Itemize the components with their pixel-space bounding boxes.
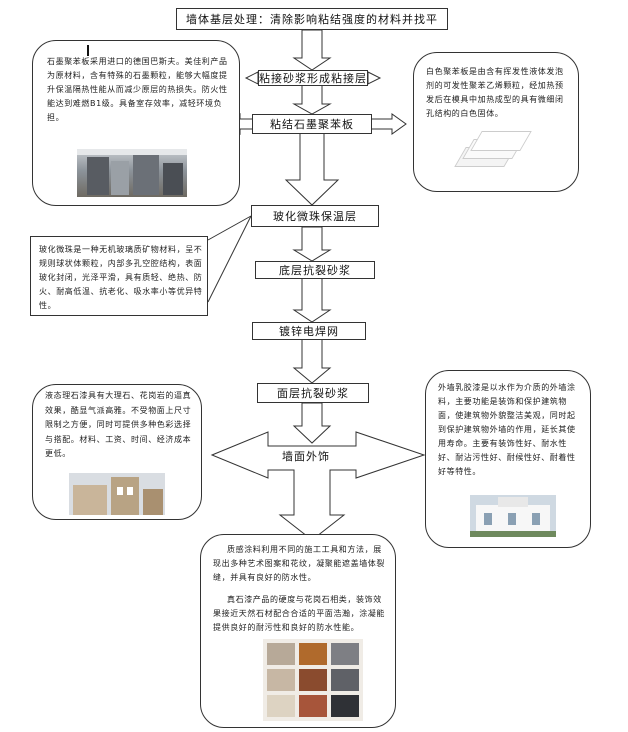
arrow-left-s2 (244, 71, 259, 85)
arrow-down-5 (292, 276, 332, 323)
step-6-label: 镀锌电焊网 (279, 325, 339, 338)
texture-paint-text-1: 质感涂料利用不同的施工工具和方法，展现出多种艺术图案和花纹，凝聚能遮盖墙体裂缝，… (213, 545, 385, 582)
step-4-box: 玻化微珠保温层 (251, 205, 379, 227)
stone-paint-text: 液态理石漆具有大理石、花岗岩的逼真效果，酷显气派高雅。不受物面上尺寸限制之方便，… (45, 391, 192, 458)
white-eps-photo (452, 125, 532, 173)
step-2-label: 粘接砂浆形成粘接层 (259, 72, 367, 85)
arrow-right-s2 (367, 71, 382, 85)
step-7-label: 面层抗裂砂浆 (277, 387, 349, 400)
step-2-box: 粘接砂浆形成粘接层 (258, 70, 368, 86)
cursor-mark-icon (87, 45, 89, 56)
arrow-down-6 (292, 337, 332, 384)
stone-building-photo (69, 473, 165, 515)
latex-paint-text: 外墙乳胶漆是以水作为介质的外墙涂料，主要功能是装饰和保护建筑物面，使建筑物外貌整… (438, 383, 576, 476)
latex-paint-note: 外墙乳胶漆是以水作为介质的外墙涂料，主要功能是装饰和保护建筑物面，使建筑物外貌整… (425, 370, 591, 548)
arrow-down-3 (284, 132, 340, 206)
vitrified-bead-note: 玻化微珠是一种无机玻璃质矿物材料，呈不规则球状体颗粒，内部多孔空腔结构，表面玻化… (30, 236, 208, 316)
texture-paint-text-2: 真石漆产品的硬度与花岗石相类，装饰效果接近天然石材配合合适的平面浩瀚，涂凝能提供… (213, 595, 385, 632)
texture-swatches-photo (263, 639, 363, 721)
step-1-label: 墙体基层处理：清除影响粘结强度的材料并找平 (186, 13, 438, 26)
step-4-label: 玻化微珠保温层 (273, 210, 357, 223)
step-1-box: 墙体基层处理：清除影响粘结强度的材料并找平 (176, 8, 448, 30)
step-5-label: 底层抗裂砂浆 (279, 264, 351, 277)
graphite-eps-text: 石墨聚苯板采用进口的德国巴斯夫。美佳利产品为原材料，含有特殊的石墨颗粒，能够大幅… (47, 57, 228, 122)
arrow-down-7 (292, 402, 332, 444)
arrow-wall-finish (210, 431, 426, 541)
note-connector-vitrified (207, 215, 252, 241)
white-villa-photo (470, 495, 556, 537)
vitrified-bead-text: 玻化微珠是一种无机玻璃质矿物材料，呈不规则球状体颗粒，内部多孔空腔结构，表面玻化… (39, 245, 203, 310)
step-5-box: 底层抗裂砂浆 (255, 261, 375, 279)
step-7-box: 面层抗裂砂浆 (257, 383, 369, 403)
graphite-eps-note: 石墨聚苯板采用进口的德国巴斯夫。美佳利产品为原材料，含有特殊的石墨颗粒，能够大幅… (32, 40, 240, 206)
step-6-box: 镀锌电焊网 (252, 322, 366, 340)
stone-paint-note: 液态理石漆具有大理石、花岗岩的逼真效果，酷显气派高雅。不受物面上尺寸限制之方便，… (32, 384, 202, 520)
graphite-board-photo (77, 149, 187, 197)
step-3-box: 粘结石墨聚苯板 (252, 114, 372, 134)
arrow-down-2 (292, 83, 332, 115)
step-8-label: 墙面外饰 (282, 450, 330, 463)
arrow-down-4 (292, 226, 332, 262)
note-connector-vitrified-2 (207, 215, 252, 303)
arrow-down-1 (292, 29, 332, 71)
white-eps-note: 白色聚苯板是由含有挥发性液体发泡剂的可发性聚苯乙烯颗粒，经加热预发后在模具中加热… (413, 52, 579, 192)
white-eps-text: 白色聚苯板是由含有挥发性液体发泡剂的可发性聚苯乙烯颗粒，经加热预发后在模具中加热… (426, 67, 564, 118)
step-3-label: 粘结石墨聚苯板 (270, 118, 354, 131)
texture-paint-note: 质感涂料利用不同的施工工具和方法，展现出多种艺术图案和花纹，凝聚能遮盖墙体裂缝，… (200, 534, 396, 728)
